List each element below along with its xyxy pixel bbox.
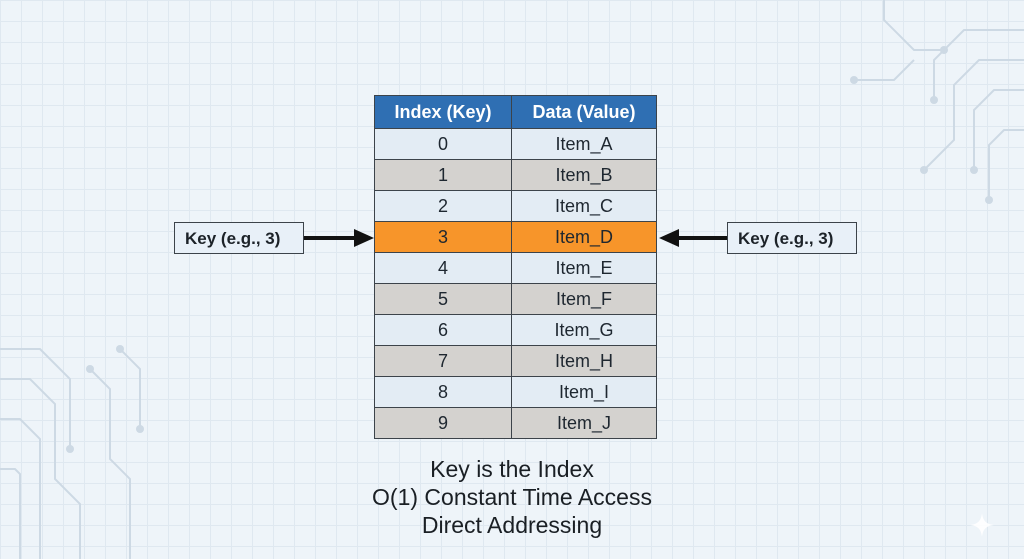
header-index: Index (Key): [374, 95, 512, 129]
key-label-left: Key (e.g., 3): [174, 222, 304, 254]
table-row: 0 Item_A: [374, 128, 657, 160]
table-row: 7 Item_H: [374, 345, 657, 377]
table-row: 8 Item_I: [374, 376, 657, 408]
circuit-decoration: [850, 0, 1024, 204]
index-cell: 0: [374, 128, 512, 160]
index-cell: 7: [374, 345, 512, 377]
value-cell: Item_A: [511, 128, 657, 160]
caption-line: Key is the Index: [430, 456, 594, 482]
index-cell: 4: [374, 252, 512, 284]
direct-address-table: Index (Key) Data (Value) 0 Item_A 1 Item…: [374, 95, 657, 439]
value-cell: Item_G: [511, 314, 657, 346]
value-cell: Item_H: [511, 345, 657, 377]
header-value: Data (Value): [511, 95, 657, 129]
table-row: 5 Item_F: [374, 283, 657, 315]
index-cell: 5: [374, 283, 512, 315]
index-cell: 8: [374, 376, 512, 408]
index-cell: 9: [374, 407, 512, 439]
table-row: 6 Item_G: [374, 314, 657, 346]
index-cell: 1: [374, 159, 512, 191]
table-row-highlighted: 3 Item_D: [374, 221, 657, 253]
caption-line: Direct Addressing: [421, 512, 603, 538]
index-cell: 6: [374, 314, 512, 346]
value-cell: Item_B: [511, 159, 657, 191]
index-cell: 2: [374, 190, 512, 222]
value-cell: Item_D: [511, 221, 657, 253]
value-cell: Item_C: [511, 190, 657, 222]
table-header-row: Index (Key) Data (Value): [374, 95, 657, 129]
caption: Key is the Index O(1) Constant Time Acce…: [0, 455, 1024, 539]
table-row: 1 Item_B: [374, 159, 657, 191]
value-cell: Item_F: [511, 283, 657, 315]
value-cell: Item_I: [511, 376, 657, 408]
value-cell: Item_J: [511, 407, 657, 439]
caption-line: O(1) Constant Time Access: [372, 484, 652, 510]
table-row: 4 Item_E: [374, 252, 657, 284]
arrow-left-icon: [659, 229, 727, 247]
value-cell: Item_E: [511, 252, 657, 284]
index-cell: 3: [374, 221, 512, 253]
sparkle-icon: [970, 513, 994, 537]
arrow-right-icon: [304, 229, 374, 247]
table-row: 2 Item_C: [374, 190, 657, 222]
table-row: 9 Item_J: [374, 407, 657, 439]
key-label-right: Key (e.g., 3): [727, 222, 857, 254]
